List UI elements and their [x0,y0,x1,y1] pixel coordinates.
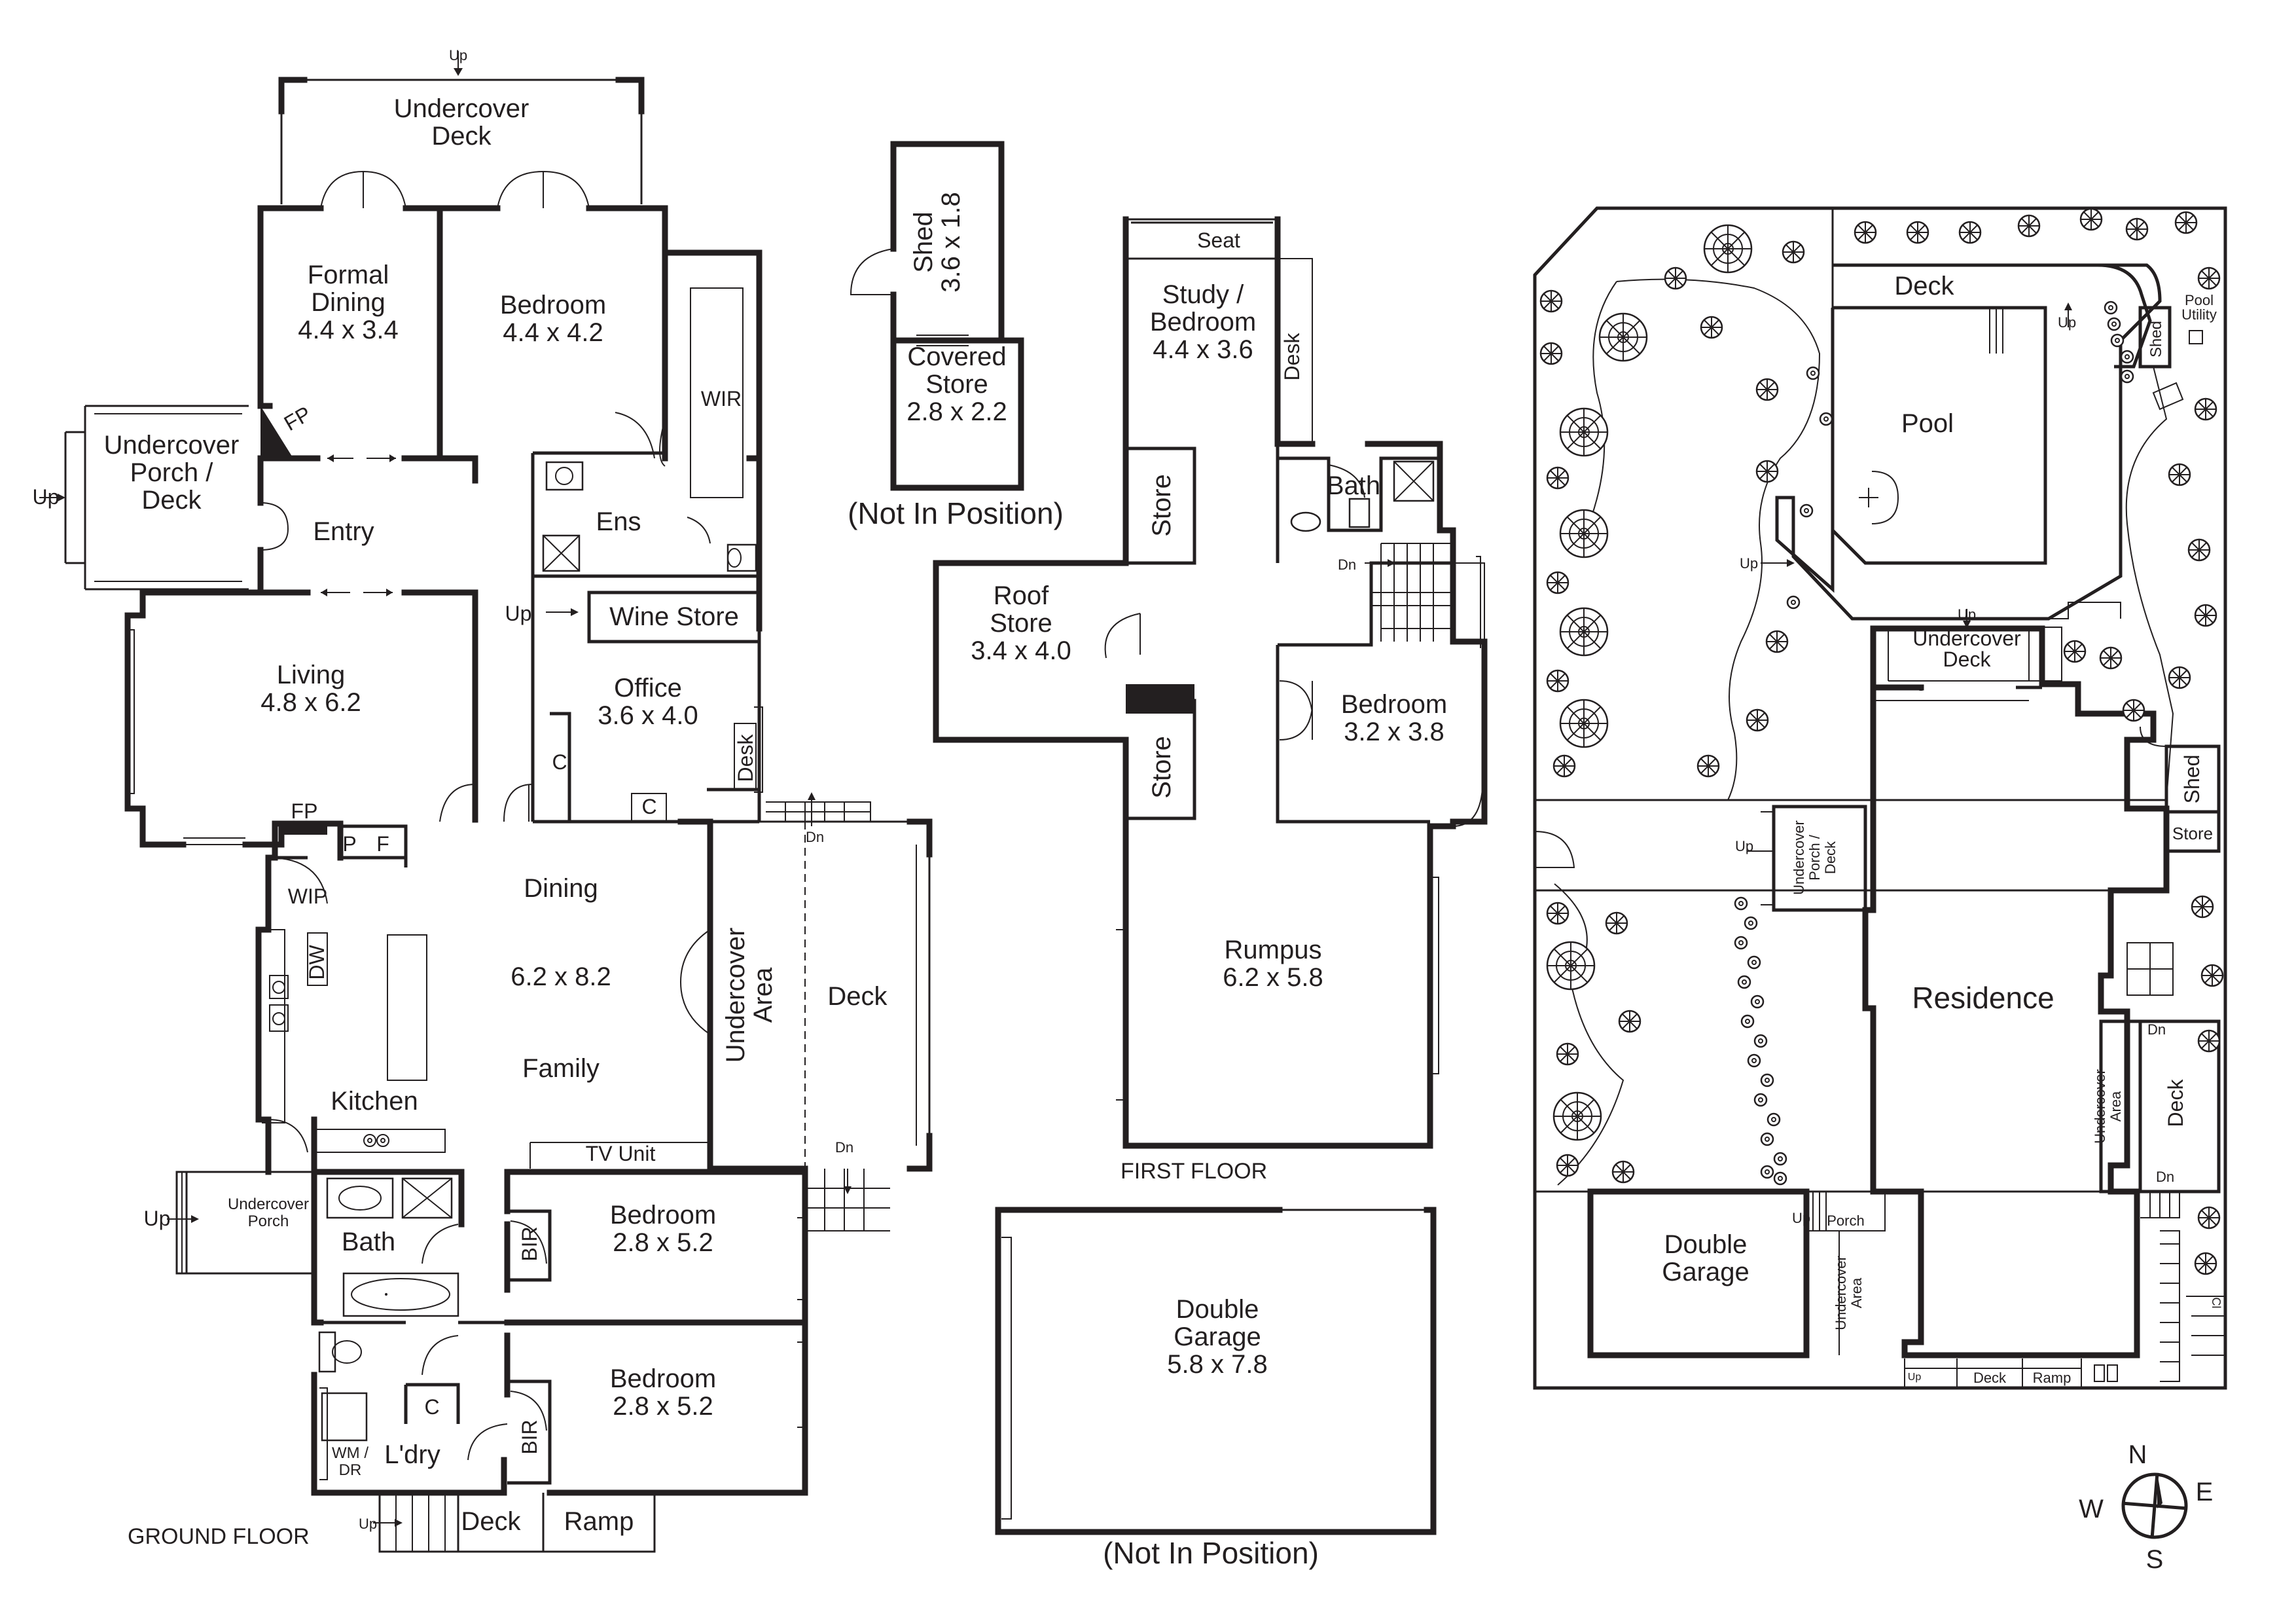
site-undercover-area-2-label: UndercoverArea [1833,1256,1865,1330]
entry-label: Entry [313,517,374,546]
ground-deck-label: Deck [827,982,888,1011]
ff-store-label-2: Store [1147,736,1176,799]
bath-label: Bath [342,1228,395,1256]
site-up-label-3: Up [1958,606,1976,623]
ff-bath-label: Bath [1327,471,1380,500]
shed-label: Shed3.6 x 1.8 [909,192,965,292]
site-deck-east-label: Deck [2164,1079,2187,1127]
site-shed-label: Shed [2147,321,2165,357]
wm-dr-label: WM /DR [332,1444,368,1479]
ff-desk-label: Desk [1280,333,1304,381]
ground-dn-label-1: Dn [806,829,824,845]
ground-deck-small-label: Deck [461,1507,521,1536]
compass-s-label: S [2146,1545,2164,1574]
closet-label-3: C [424,1395,439,1419]
site-dn-label-1: Dn [2147,1021,2166,1038]
ff-store-label-1: Store [1147,474,1176,537]
site-up-label-2: Up [1740,555,1758,572]
closet-label-1: C [552,750,567,774]
compass-n-label: N [2128,1440,2147,1469]
ground-up-label-2: Up [33,485,60,509]
wir-label: WIR [701,387,742,410]
first-floor-label: FIRST FLOOR [1121,1159,1267,1184]
wine-store-label: Wine Store [609,602,739,631]
site-deck-small-label: Deck [1973,1370,2007,1386]
ground-up-label-1: Up [449,47,467,64]
ground-floor-label: GROUND FLOOR [128,1524,310,1549]
undercover-area-label: UndercoverArea [721,928,778,1063]
dw-label: DW [305,945,329,980]
fp-label-2: FP [291,799,318,823]
ens-label: Ens [596,507,641,536]
ldry-label: L'dry [384,1440,440,1469]
kitchen-label: Kitchen [331,1087,418,1116]
dining-dims-label: 6.2 x 8.2 [511,962,611,991]
site-shed-east-label: Shed [2180,755,2204,804]
fridge-label: F [376,832,389,856]
compass-w-label: W [2079,1495,2104,1523]
ground-up-label-3: Up [505,602,532,625]
site-porch-label: Porch [1827,1213,1864,1229]
ff-dn-label: Dn [1338,556,1356,573]
bir-label-1: BIR [518,1226,541,1261]
ground-dn-label-2: Dn [835,1139,853,1156]
site-porch-deck-label: UndercoverPorch /Deck [1791,820,1839,895]
family-label: Family [522,1054,600,1083]
not-in-position-label-2: (Not In Position) [1103,1536,1319,1570]
ground-up-label-4: Up [144,1207,171,1230]
site-up-label-4: Up [1735,838,1753,854]
site-up-label-5: Up [1792,1210,1810,1226]
site-ramp-label: Ramp [2033,1370,2072,1386]
pantry-label: P [342,832,356,856]
fp-label-1: FP [280,401,315,435]
bir-label-2: BIR [518,1419,541,1454]
compass-icon: N S E W [2079,1440,2213,1574]
wip-label: WIP [288,884,327,908]
residence-label: Residence [1912,981,2054,1015]
not-in-position-label-1: (Not In Position) [848,496,1064,530]
site-store-label: Store [2172,824,2213,843]
site-undercover-area-label: UndercoverArea [2092,1069,2124,1144]
site-up-label-6: Up [1908,1372,1922,1383]
compass-e-label: E [2196,1478,2214,1506]
ground-up-label-5: Up [359,1516,377,1532]
dining-label: Dining [524,874,598,903]
ground-ramp-label: Ramp [564,1507,634,1536]
site-up-label-1: Up [2058,314,2076,331]
site-deck-label: Deck [1894,272,1954,301]
seat-label: Seat [1197,228,1240,252]
pool-label: Pool [1901,409,1954,438]
closet-label-2: C [641,795,656,818]
site-dn-label-2: Dn [2156,1169,2174,1185]
office-desk-label: Desk [734,734,757,782]
tv-unit-label: TV Unit [586,1142,656,1165]
site-cl-label: Cl [2210,1298,2223,1309]
